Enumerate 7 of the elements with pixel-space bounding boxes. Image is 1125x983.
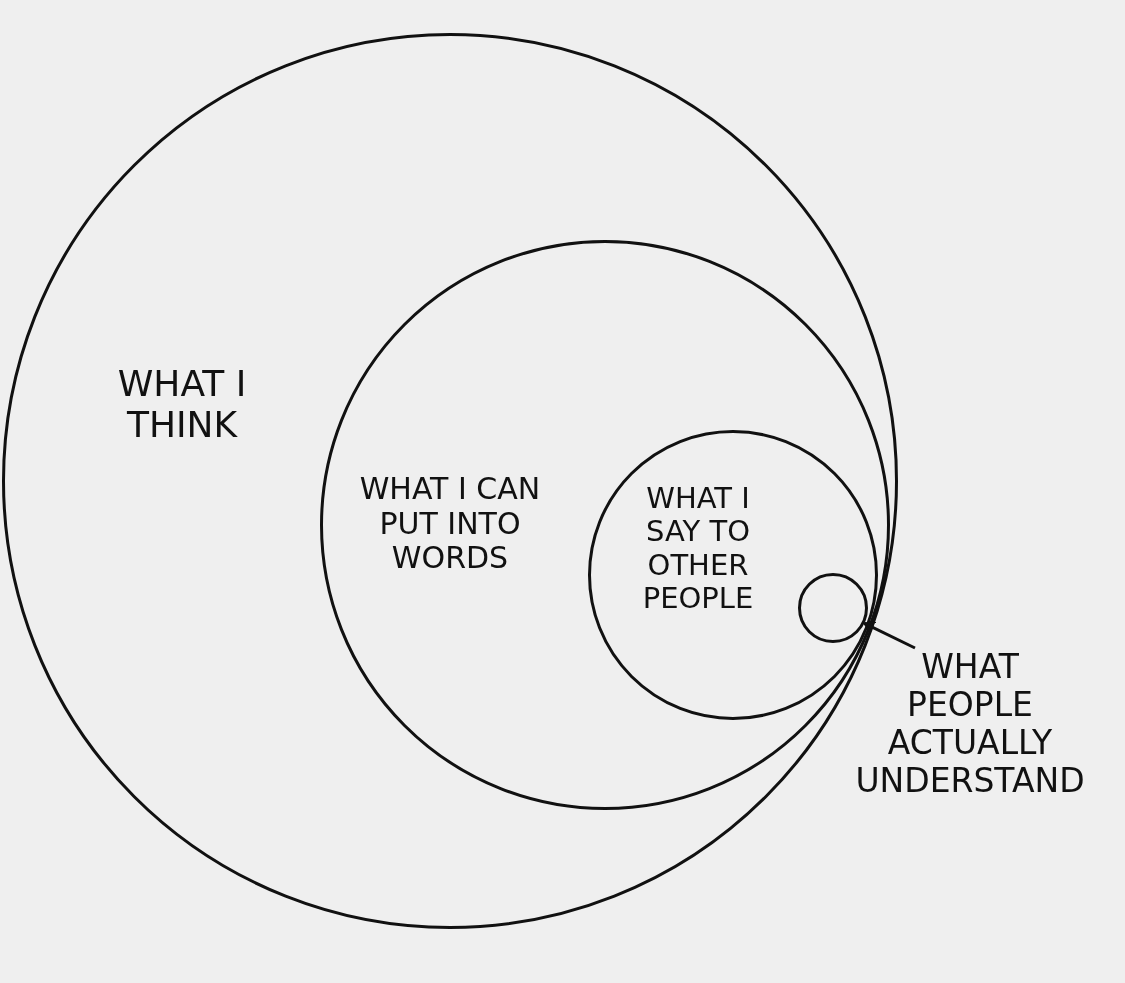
circle-label: WHAT I THINK bbox=[116, 363, 248, 446]
circle-label: WHAT I CAN PUT INTO WORDS bbox=[358, 472, 542, 576]
circle bbox=[798, 573, 868, 643]
callout-text: WHAT PEOPLE ACTUALLY UNDERSTAND bbox=[854, 648, 1086, 800]
circle-label: WHAT I SAY TO OTHER PEOPLE bbox=[641, 482, 755, 616]
leader-line bbox=[863, 621, 916, 650]
circle bbox=[588, 430, 878, 720]
